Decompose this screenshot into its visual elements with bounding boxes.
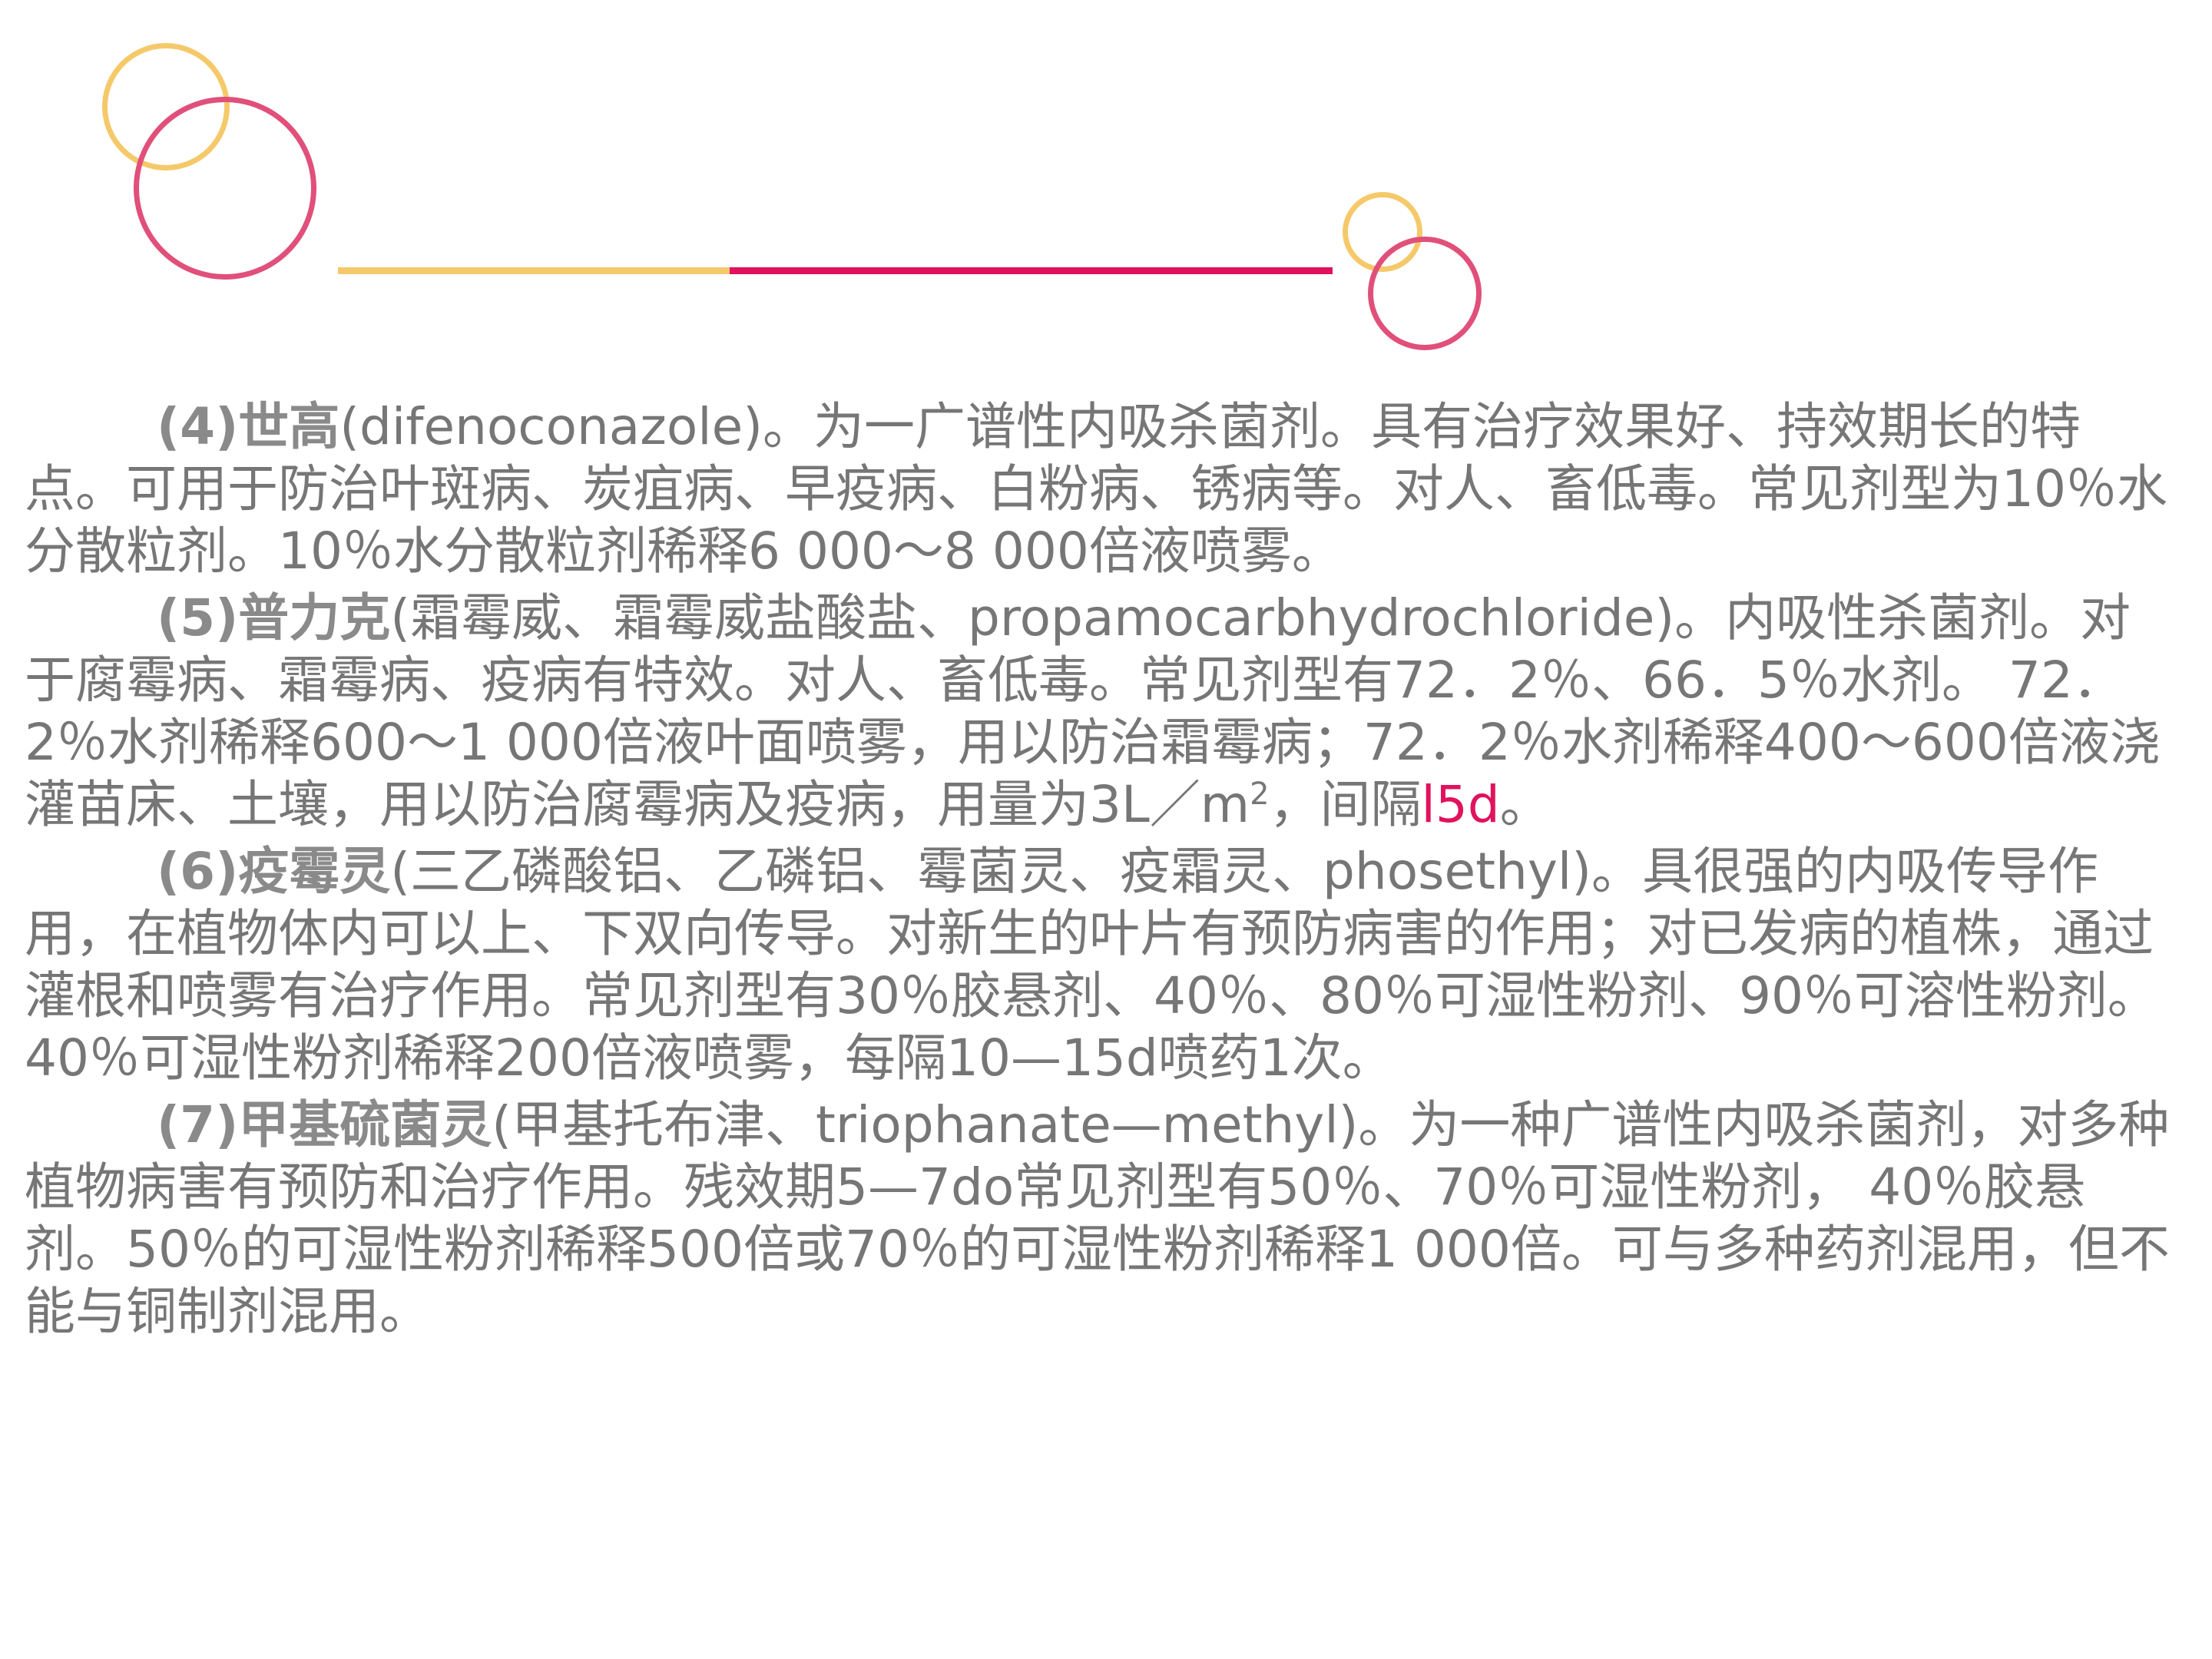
item-text: (三乙磷酸铝、乙磷铝、霉菌灵、疫霜灵、phosethyl)。具很强的内吸传导作用… [25,842,2158,1088]
item-name: 世高 [238,397,340,456]
item-text: (甲基托布津、triophanate—methyl)。为一种广谱性内吸杀菌剂，对… [25,1095,2170,1341]
item-number: (4) [157,397,239,456]
item-text: (霜霉威、霜霉威盐酸盐、propamocarbhydrochloride)。内吸… [25,588,2161,834]
decor-line-yellow [338,267,730,274]
decor-circle-pink-small [1368,237,1482,350]
paragraph-5: (5)普力克(霜霉威、霜霉威盐酸盐、propamocarbhydrochlori… [25,587,2175,836]
item-number: (5) [157,588,239,647]
paragraph-7: (7)甲基硫菌灵(甲基托布津、triophanate—methyl)。为一种广谱… [25,1094,2175,1343]
item-text-end: 。 [1499,775,1551,834]
paragraph-6: (6)疫霉灵(三乙磷酸铝、乙磷铝、霉菌灵、疫霜灵、phosethyl)。具很强的… [25,840,2175,1089]
item-number: (6) [157,842,239,901]
decor-line-red [730,267,1333,274]
highlight-text: l5d [1421,775,1500,834]
superscript: 2 [1250,777,1270,812]
item-name: 疫霉灵 [238,842,391,901]
item-name: 普力克 [238,588,391,647]
decor-circle-pink-large [134,97,316,280]
item-text-after: ，间隔 [1269,775,1422,834]
item-number: (7) [157,1095,239,1154]
item-text: (difenoconazole)。为一广谱性内吸杀菌剂。具有治疗效果好、持效期长… [25,397,2167,581]
item-name: 甲基硫菌灵 [238,1095,492,1154]
body-text: (4)世高(difenoconazole)。为一广谱性内吸杀菌剂。具有治疗效果好… [25,396,2175,1347]
paragraph-4: (4)世高(difenoconazole)。为一广谱性内吸杀菌剂。具有治疗效果好… [25,396,2175,582]
